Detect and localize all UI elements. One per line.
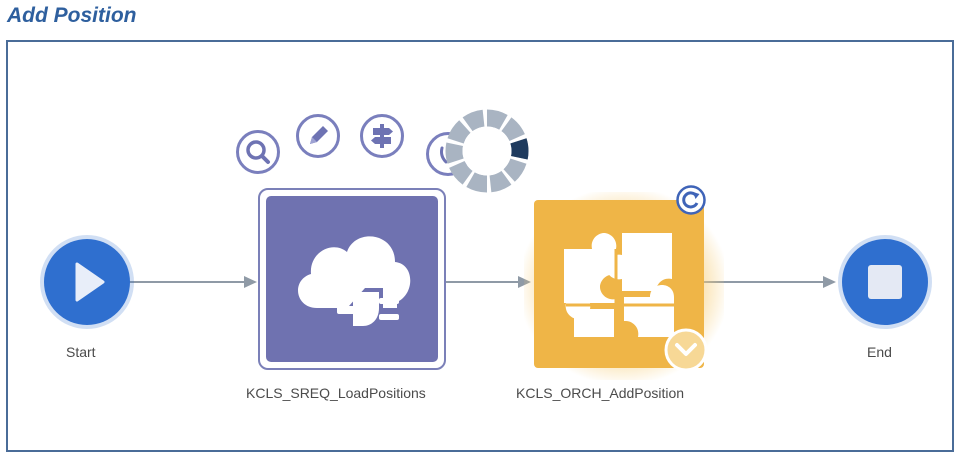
chevron-down-icon[interactable] (663, 327, 709, 373)
pencil-icon (310, 126, 328, 144)
search-button[interactable] (236, 130, 280, 174)
end-label: End (867, 344, 892, 360)
signpost-icon (371, 124, 393, 148)
service-node-label: KCLS_SREQ_LoadPositions (246, 385, 426, 401)
connector-service-to-orch (442, 281, 520, 283)
more-actions-icon (440, 146, 448, 164)
play-icon (75, 262, 105, 302)
service-node-body[interactable] (266, 196, 438, 362)
route-button[interactable] (360, 114, 404, 158)
start-label: Start (66, 344, 96, 360)
flow-canvas[interactable]: Start End KCLS_SREQ_LoadPositions (6, 40, 954, 452)
arrow-head-icon (244, 276, 257, 288)
arrow-head-icon (823, 276, 836, 288)
orchestration-node-label: KCLS_ORCH_AddPosition (516, 385, 685, 401)
stop-icon (868, 265, 902, 299)
edit-button[interactable] (296, 114, 340, 158)
connector-start-to-service (126, 281, 246, 283)
page-title: Add Position (7, 4, 137, 27)
loading-spinner (445, 109, 529, 193)
service-node[interactable] (258, 188, 446, 370)
connector-orch-to-end (700, 281, 824, 283)
puzzle-icon (564, 233, 674, 337)
search-icon (246, 140, 270, 164)
refresh-icon[interactable] (676, 185, 706, 215)
end-node[interactable] (842, 239, 928, 325)
cloud-plug-icon (298, 236, 411, 330)
start-node[interactable] (44, 239, 130, 325)
